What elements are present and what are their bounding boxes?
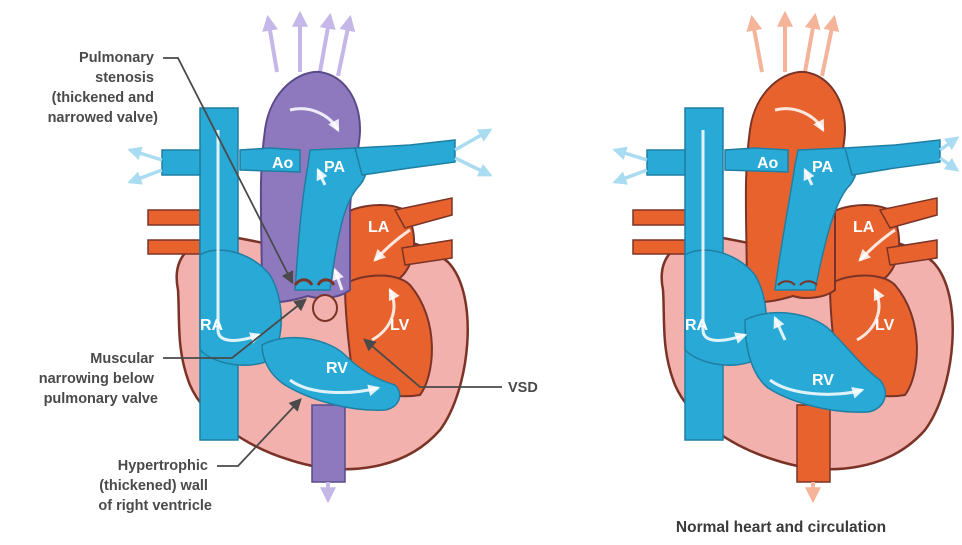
stenosis-line-4: narrowed valve) — [48, 110, 159, 126]
svg-text:Pulmonary stenosis: Pulmonary stenosis (thickened and narrow… — [48, 50, 159, 126]
descending-aorta — [312, 405, 345, 482]
stenosis-line-3: (thickened and — [52, 90, 154, 106]
normal-heart-caption: Normal heart and circulation — [676, 519, 886, 536]
normal-descending-aorta — [797, 405, 830, 482]
hypertrophic-line-2: (thickened) wall — [99, 478, 208, 494]
narrowing-line-2: narrowing below — [39, 371, 155, 387]
hypertrophic-line-1: Hypertrophic — [118, 458, 208, 474]
abnormal-label-ao: Ao — [272, 155, 294, 172]
left-branch-vessels — [162, 150, 200, 175]
abnormal-heart-diagram: Ao PA LA RA LV RV — [130, 14, 490, 500]
normal-heart-diagram: Ao PA LA RA LV RV Normal heart and circu… — [615, 14, 957, 536]
normal-label-la: LA — [853, 219, 875, 236]
abnormal-label-pa: PA — [324, 159, 345, 176]
normal-label-pa: PA — [812, 159, 833, 176]
abnormal-label-la: LA — [368, 219, 390, 236]
narrowing-line-3: pulmonary valve — [44, 391, 158, 407]
aorta-outflow-arrows — [268, 14, 350, 76]
stenosis-line-2: stenosis — [95, 70, 154, 86]
svg-text:Muscular narrowing below: Muscular narrowing below pulmonary valve — [39, 351, 158, 407]
abnormal-label-ra: RA — [200, 317, 224, 334]
normal-left-branch-vessels — [647, 150, 685, 175]
vsd-label: VSD — [508, 380, 538, 396]
normal-label-lv: LV — [875, 317, 895, 334]
stenosis-line-1: Pulmonary — [79, 50, 154, 66]
normal-label-ao: Ao — [757, 155, 779, 172]
normal-label-rv: RV — [812, 372, 834, 389]
normal-left-side-veins — [633, 210, 685, 254]
abnormal-label-lv: LV — [390, 317, 410, 334]
narrowing-line-1: Muscular — [90, 351, 154, 367]
normal-label-ra: RA — [685, 317, 709, 334]
vsd-muscle — [313, 295, 337, 321]
hypertrophic-line-3: of right ventricle — [98, 498, 212, 514]
abnormal-label-rv: RV — [326, 360, 348, 377]
svg-text:Hypertrophic (thickened): Hypertrophic (thickened) wall of right v… — [98, 458, 212, 514]
left-side-veins — [148, 210, 200, 254]
normal-aorta-outflow-arrows — [752, 14, 834, 76]
